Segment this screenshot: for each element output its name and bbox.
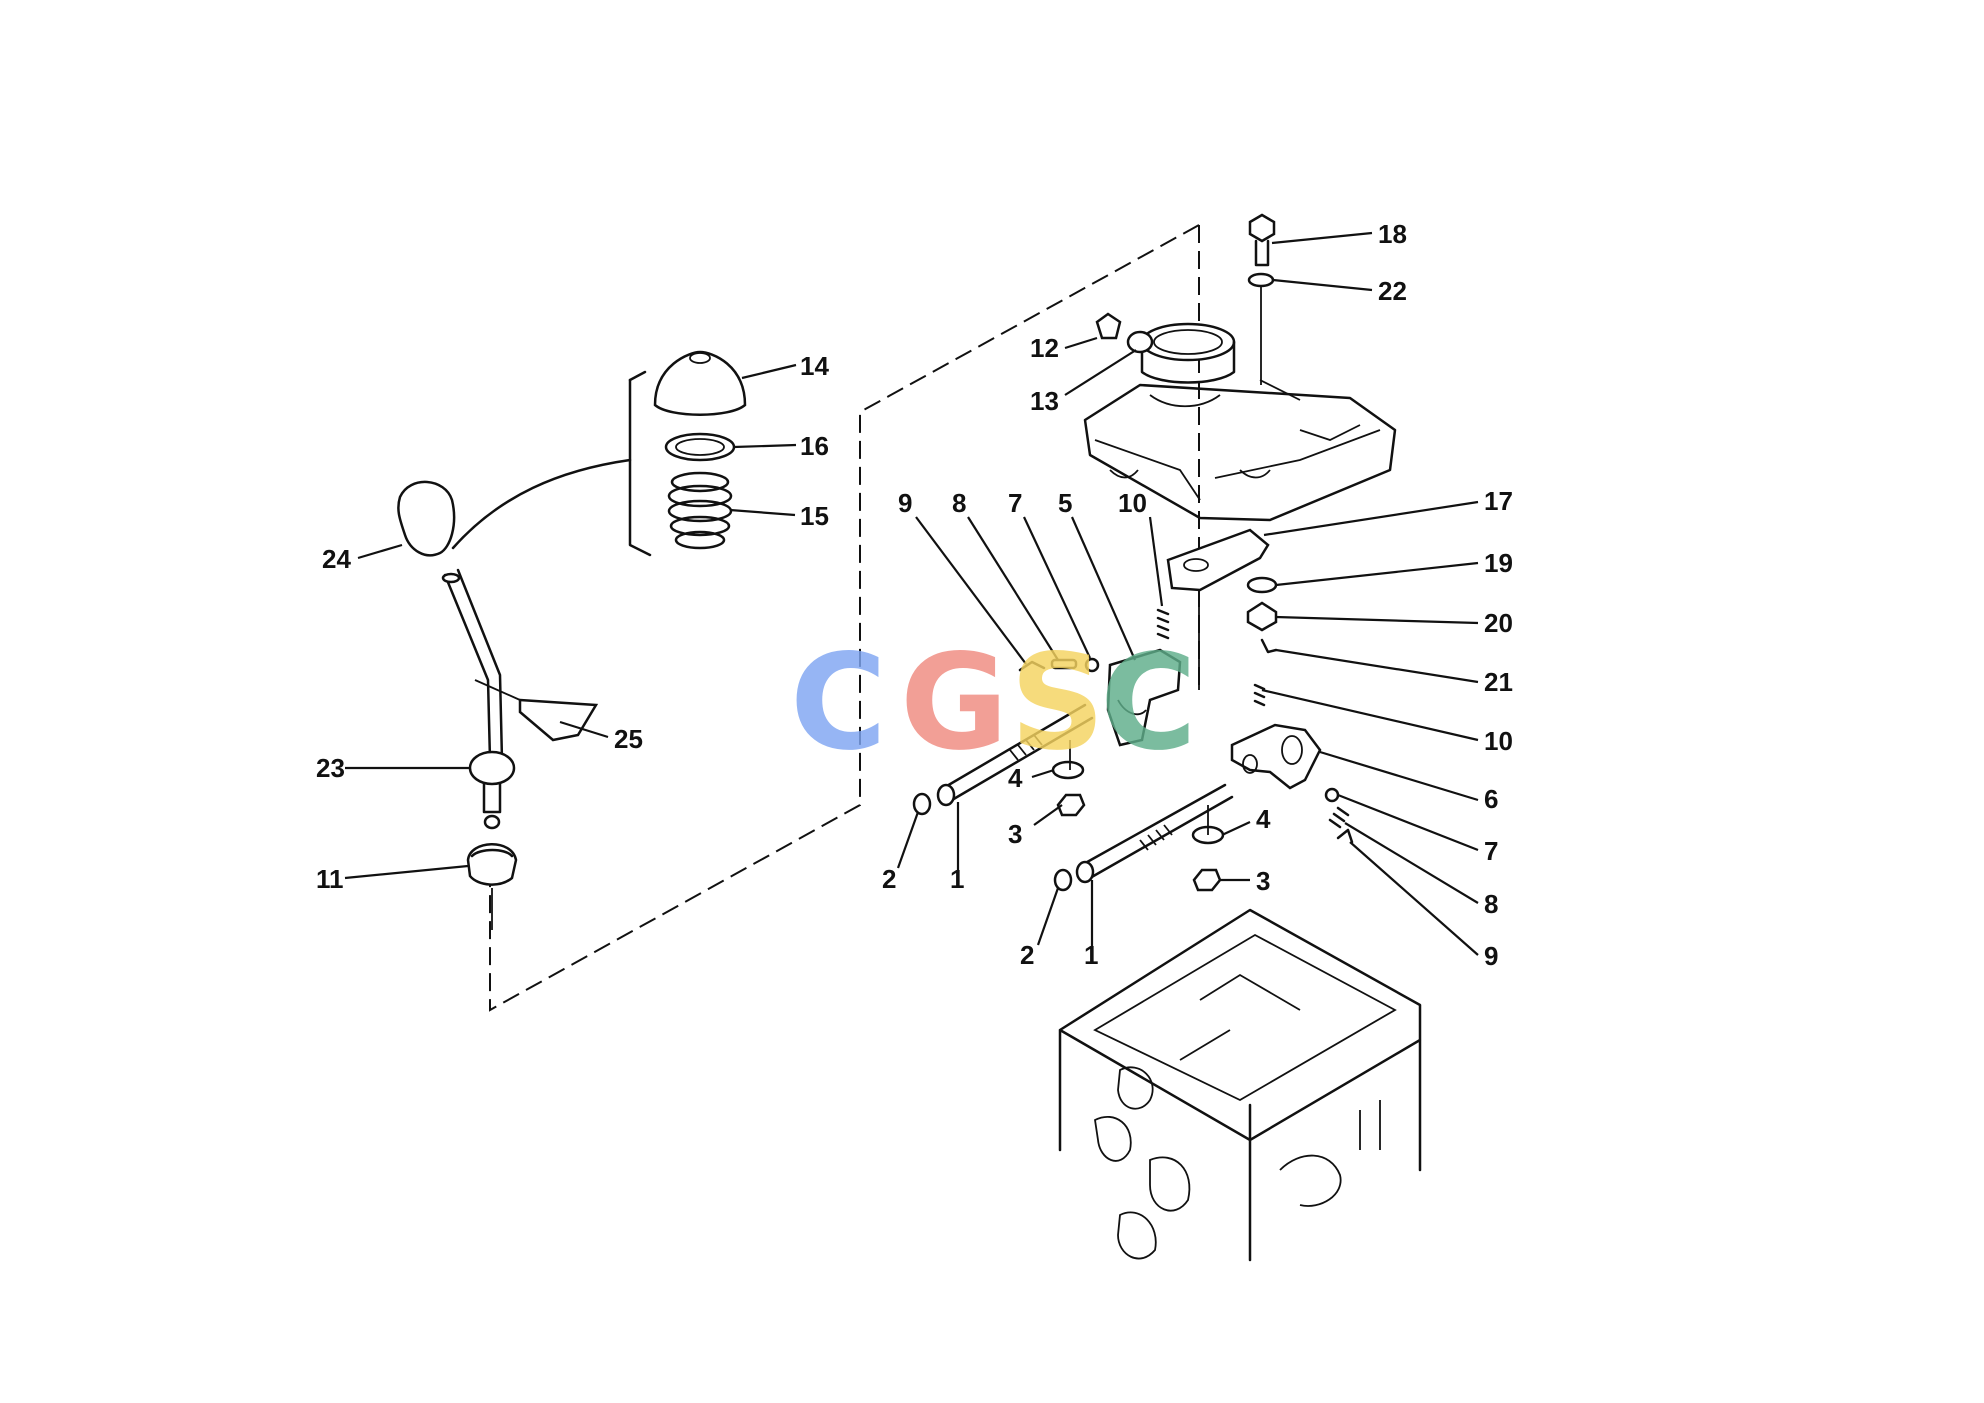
callout-9-lower: 9 [1484,941,1498,971]
cotter-pin-21-part [1260,638,1278,654]
lever-ball-part [468,750,516,786]
washer-19-part [1246,576,1278,594]
shift-lever-rod-part [443,568,504,762]
o-ring-2-upper-part [912,792,932,816]
callout-9-upper: 9 [898,488,912,518]
callout-25: 25 [614,724,643,754]
transmission-case [1058,908,1422,1262]
shift-knob-part [397,480,456,557]
callout-19: 19 [1484,548,1513,578]
callout-7-upper: 7 [1008,488,1022,518]
callout-8-lower: 8 [1484,889,1498,919]
caution-tag-part [518,698,599,742]
clip-9-upper-part [1018,660,1046,672]
callout-1-upper: 1 [950,864,964,894]
callout-20: 20 [1484,608,1513,638]
bolt-3-upper-part [1056,793,1086,817]
plate-17-part [1166,528,1270,592]
cgsc-watermark: C G S C [790,626,1197,780]
callout-2-lower: 2 [1020,940,1034,970]
callout-16: 16 [800,431,829,461]
clip-9-lower-part [1336,828,1354,844]
callout-18: 18 [1378,219,1407,249]
ball-7-upper-part [1084,657,1100,673]
callout-8-upper: 8 [952,488,966,518]
bolt-3-lower-part [1192,868,1222,892]
lever-seat-part [466,843,518,886]
callout-7-lower: 7 [1484,836,1498,866]
washer-13-part [1126,330,1154,354]
washer-22-part [1247,272,1275,288]
ball-7-lower-part [1324,787,1340,803]
callout-6: 6 [1484,784,1498,814]
bolt-12-part [1095,312,1122,340]
callout-labels: 18 22 12 13 14 16 15 24 25 23 11 9 8 7 5… [316,219,1513,971]
spring-8-lower-part [1328,806,1350,829]
bolt-18-part [1248,213,1276,243]
watermark-letter: C [790,626,887,780]
spring-10-upper-part [1156,608,1170,640]
callout-11: 11 [316,864,344,894]
pin-8-upper-part [1050,658,1078,670]
callout-4-upper: 4 [1008,763,1023,793]
callout-14: 14 [800,351,829,381]
shift-fork-5-part [1106,648,1182,747]
shift-fork-6-part [1230,723,1322,790]
callout-10-upper: 10 [1118,488,1147,518]
callout-23: 23 [316,753,345,783]
watermark-letter: S [1010,626,1105,780]
callout-3-lower: 3 [1256,866,1270,896]
callout-12: 12 [1030,333,1059,363]
o-ring-2-lower-part [1053,868,1073,892]
callout-24: 24 [322,544,351,574]
spring-10-lower-part [1253,683,1266,707]
leader-lines [344,231,1479,956]
callout-17: 17 [1484,486,1513,516]
dust-cover-part [653,350,747,416]
callout-10-lower: 10 [1484,726,1513,756]
callout-22: 22 [1378,276,1407,306]
callout-2-upper: 2 [882,864,896,894]
shift-fork-6-group [1053,683,1354,892]
callout-3-upper: 3 [1008,819,1022,849]
callout-15: 15 [800,501,829,531]
nut-20-part [1246,601,1278,632]
callout-5: 5 [1058,488,1072,518]
shift-lever-assembly [397,370,652,930]
interlock-plate-group [1166,528,1278,690]
callout-4-lower: 4 [1256,804,1271,834]
spring-part [667,471,733,550]
watermark-letter: G [900,626,1008,780]
callout-13: 13 [1030,386,1059,416]
dust-cover-group [653,350,747,550]
callout-1-lower: 1 [1084,940,1098,970]
shift-rod-upper-part [938,703,1094,802]
shift-cover-housing [1083,213,1397,522]
shift-fork-5-group [912,608,1182,817]
watermark-letter: C [1100,626,1197,780]
callout-21: 21 [1484,667,1513,697]
assembly-boundary-dashed [489,224,1200,1012]
